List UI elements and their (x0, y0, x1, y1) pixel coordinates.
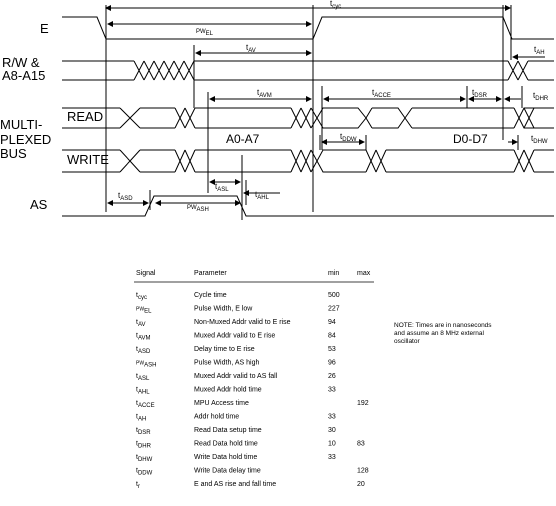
label-tdhr: tDHR (533, 91, 549, 102)
table-row-symbol: tr (136, 481, 140, 490)
table-row-parameter: Read Data hold time (194, 441, 258, 448)
table-header-min: min (328, 270, 339, 277)
signal-label-read: READ (67, 109, 103, 124)
table-row-parameter: Pulse Width, E low (194, 306, 253, 313)
table-row-parameter: Muxed Addr hold time (194, 387, 262, 394)
table-row-symbol: tDSR (136, 427, 151, 436)
table-row-min: 33 (328, 454, 336, 461)
table-row-min: 53 (328, 346, 336, 353)
table-row-min: 96 (328, 360, 336, 367)
reference-lines (105, 5, 523, 220)
label-tah: tAH (534, 45, 545, 56)
table-row-symbol: tcyc (136, 292, 147, 301)
table-row-min: 500 (328, 292, 340, 299)
table-row-parameter: Addr hold time (194, 414, 239, 421)
label-tav: tAV (246, 43, 256, 54)
signal-label-e: E (40, 21, 49, 36)
read-bus-waveform (62, 107, 554, 129)
table-row-symbol: tASD (136, 346, 151, 355)
table-row-symbol: tASL (136, 373, 150, 382)
note-line-1: NOTE: Times are in nanoseconds (394, 322, 492, 329)
table-row-min: 26 (328, 373, 336, 380)
parameter-table: Signal Parameter min max tcyc Cycle time 5… (134, 270, 374, 490)
signal-label-multi: MULTI- (0, 117, 42, 132)
table-row-symbol: tDDW (136, 468, 153, 477)
table-row-min: 10 (328, 441, 336, 448)
table-row-min: 227 (328, 306, 340, 313)
table-row-min: 33 (328, 387, 336, 394)
table-row-max: 83 (357, 441, 365, 448)
table-row-max: 192 (357, 400, 369, 407)
label-pwel: PWEL (196, 29, 214, 37)
signal-label-as: AS (30, 197, 48, 212)
signal-label-write: WRITE (67, 152, 109, 167)
table-row-max: 20 (357, 481, 365, 488)
label-tdhw: tDHW (531, 134, 548, 145)
label-tavm: tAVM (257, 88, 272, 99)
table-row-symbol: tDHW (136, 454, 153, 463)
table-row-parameter: Muxed Addr valid to E rise (194, 333, 275, 340)
e-waveform (62, 16, 554, 40)
table-row-parameter: Non-Muxed Addr valid to E rise (194, 319, 291, 326)
table-row-symbol: PWASH (136, 361, 156, 369)
signal-label-plexed: PLEXED (0, 132, 51, 147)
table-row-parameter: Write Data delay time (194, 468, 261, 475)
label-tdsr: tDSR (472, 88, 488, 99)
label-pwash: PWASH (187, 205, 209, 213)
note: NOTE: Times are in nanoseconds and assum… (394, 322, 492, 345)
table-row-min: 30 (328, 427, 336, 434)
table-row-parameter: MPU Access time (194, 400, 249, 407)
table-row-parameter: Pulse Width, AS high (194, 360, 259, 367)
table-row-symbol: tAHL (136, 387, 150, 396)
table-header-signal: Signal (136, 270, 156, 277)
table-row-symbol: tAVM (136, 333, 151, 342)
label-tcyc: tcyc (330, 0, 341, 10)
signal-label-bus: BUS (0, 146, 27, 161)
table-row-max: 128 (357, 468, 369, 475)
table-row-symbol: tDHR (136, 441, 152, 450)
table-row-parameter: Write Data hold time (194, 454, 257, 461)
table-row-parameter: E and AS rise and fall time (194, 481, 276, 488)
label-tddw: tDDW (340, 132, 357, 143)
table-row-min: 84 (328, 333, 336, 340)
bus-addr-label: A0-A7 (226, 132, 260, 146)
table-row-symbol: PWEL (136, 307, 152, 315)
table-row-min: 33 (328, 414, 336, 421)
note-line-2: and assume an 8 MHz external (394, 330, 485, 337)
table-row-min: 94 (328, 319, 336, 326)
as-waveform (62, 195, 554, 217)
signal-label-addr-high: A8-A15 (2, 68, 45, 83)
label-tahl: tAHL (255, 190, 270, 201)
table-row-symbol: tACCE (136, 400, 155, 409)
table-row-symbol: tAH (136, 414, 146, 423)
table-row-parameter: Muxed Addr valid to AS fall (194, 373, 278, 380)
table-header-parameter: Parameter (194, 270, 227, 277)
write-bus-waveform (62, 149, 554, 173)
table-row-parameter: Read Data setup time (194, 427, 262, 434)
label-tasd: tASD (118, 191, 133, 202)
table-header-max: max (357, 270, 371, 277)
label-tasl: tASL (215, 182, 229, 193)
table-row-parameter: Cycle time (194, 292, 227, 299)
bus-data-label: D0-D7 (453, 132, 488, 146)
table-row-parameter: Delay time to E rise (194, 346, 255, 353)
signal-label-rw: R/W & (2, 55, 40, 70)
note-line-3: oscillator (394, 338, 420, 345)
dimension-arrows (105, 5, 545, 206)
rw-waveform (62, 60, 554, 81)
label-tacce: tACCE (372, 88, 391, 99)
table-row-symbol: tAV (136, 319, 146, 328)
